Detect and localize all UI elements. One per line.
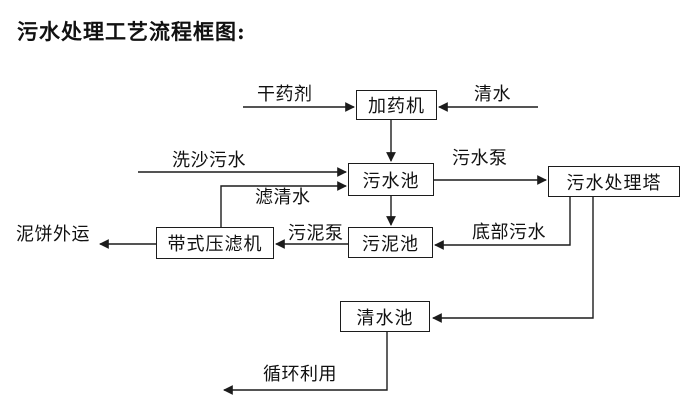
node-sewage-pool: 污水池 <box>348 163 434 196</box>
page-title: 污水处理工艺流程框图: <box>17 19 246 44</box>
node-belt-filter-press: 带式压滤机 <box>156 227 274 259</box>
edge-label-bottom-sewage: 底部污水 <box>472 222 546 243</box>
node-clean-water-pool: 清水池 <box>340 301 430 332</box>
arrow-bottom-sewage <box>434 197 571 250</box>
arrow-tower-to-clean-water-pool <box>432 197 594 323</box>
edge-label-dry-chemical: 干药剂 <box>257 84 313 105</box>
arrow-filtered-water <box>220 181 347 227</box>
node-treatment-tower: 污水处理塔 <box>548 166 680 197</box>
edge-label-clean-water: 清水 <box>474 84 511 105</box>
node-sludge-pool: 污泥池 <box>348 227 433 258</box>
edge-label-sand-washing-sewage: 洗沙污水 <box>172 150 246 171</box>
edge-label-sludge-pump: 污泥泵 <box>288 223 344 244</box>
edge-label-filtered-water: 滤清水 <box>255 187 311 208</box>
edge-label-mud-cake-out: 泥饼外运 <box>16 224 90 245</box>
node-dosing-machine: 加药机 <box>356 90 437 120</box>
edge-label-recycle-use: 循环利用 <box>263 364 337 385</box>
arrow-recycle-use <box>223 332 388 395</box>
edge-label-sewage-pump: 污水泵 <box>452 148 508 169</box>
